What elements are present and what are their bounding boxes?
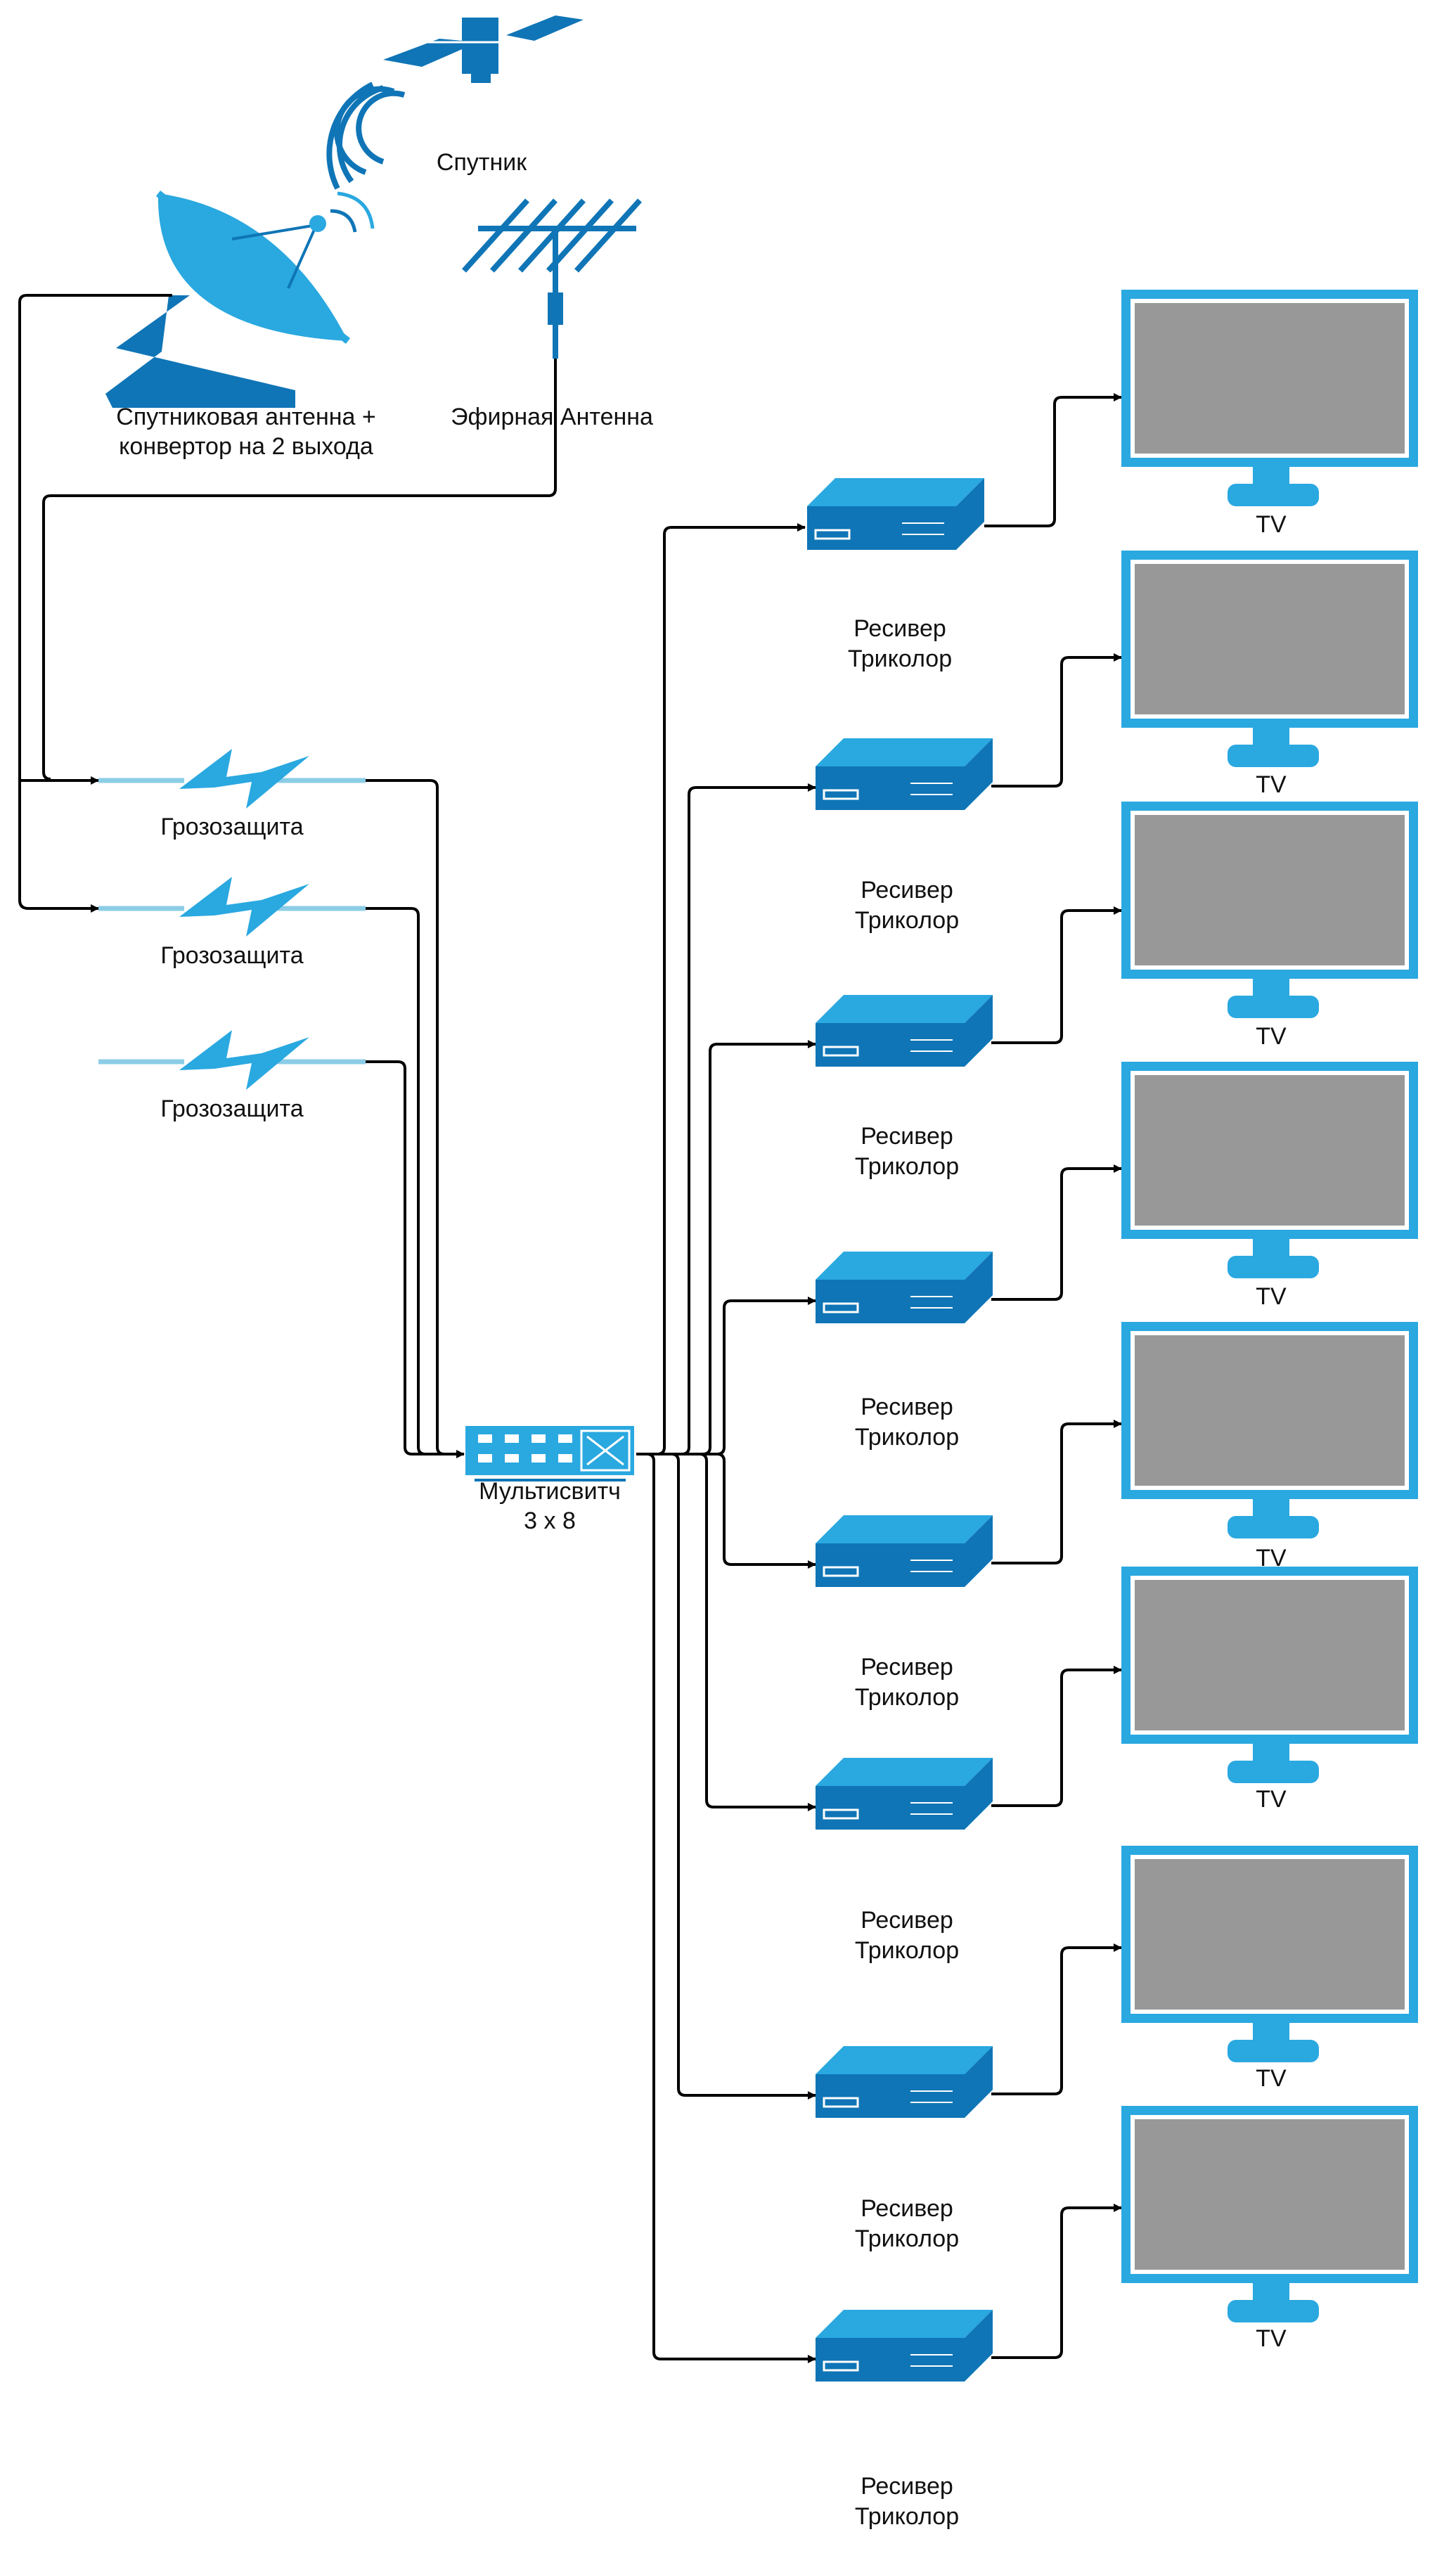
tv-label: TV — [1256, 1023, 1287, 1050]
receiver-icon — [816, 1515, 993, 1587]
receiver-icon — [816, 995, 993, 1067]
protector-label: Грозозащита — [160, 942, 304, 969]
receiver-icon — [807, 478, 984, 550]
receiver-icon — [816, 738, 993, 810]
receivers — [807, 478, 993, 2382]
tvs — [1121, 290, 1418, 2322]
tv-icon — [1121, 1062, 1418, 1278]
multiswitch-label-line1: Мультисвитч — [479, 1478, 621, 1505]
tv-label: TV — [1256, 2065, 1287, 2092]
tv-label: TV — [1256, 1786, 1287, 1813]
receiver-icon — [816, 2046, 993, 2118]
aerial-antenna-icon — [462, 198, 642, 359]
connector-lines — [18, 294, 1122, 2363]
tv-icon — [1121, 1846, 1418, 2062]
receiver-icon — [816, 1758, 993, 1830]
lightning-protectors — [98, 749, 366, 1090]
tv-label: TV — [1256, 771, 1287, 798]
tv-icon — [1121, 1322, 1418, 1538]
tv-icon — [1121, 1567, 1418, 1783]
tv-label: TV — [1256, 1283, 1287, 1310]
dish-label-line1: Спутниковая антенна + — [116, 404, 376, 430]
tv-label: TV — [1256, 2325, 1287, 2352]
lightning-protector-icon — [98, 1030, 366, 1090]
tv-icon — [1121, 802, 1418, 1018]
satellite-dish-icon — [105, 191, 375, 408]
receiver-icon — [816, 1252, 993, 1323]
lightning-protector-icon — [98, 749, 366, 809]
lightning-protector-icon — [98, 877, 366, 937]
receiver-icon — [816, 2310, 993, 2382]
satellite-label: Спутник — [436, 149, 527, 176]
protector-label: Грозозащита — [160, 1095, 304, 1122]
satellite-icon — [383, 15, 584, 83]
tv-icon — [1121, 2106, 1418, 2322]
protector-label: Грозозащита — [160, 814, 304, 840]
tv-icon — [1121, 290, 1418, 506]
multiswitch-icon — [465, 1426, 634, 1482]
tv-label: TV — [1256, 1545, 1287, 1572]
dish-label-line2: конвертор на 2 выхода — [119, 433, 373, 460]
tv-icon — [1121, 551, 1418, 767]
signal-waves-icon — [326, 82, 406, 190]
tv-label: TV — [1256, 511, 1287, 538]
multiswitch-label-line2: 3 x 8 — [524, 1508, 576, 1534]
aerial-label: Эфирная Антенна — [451, 404, 653, 430]
